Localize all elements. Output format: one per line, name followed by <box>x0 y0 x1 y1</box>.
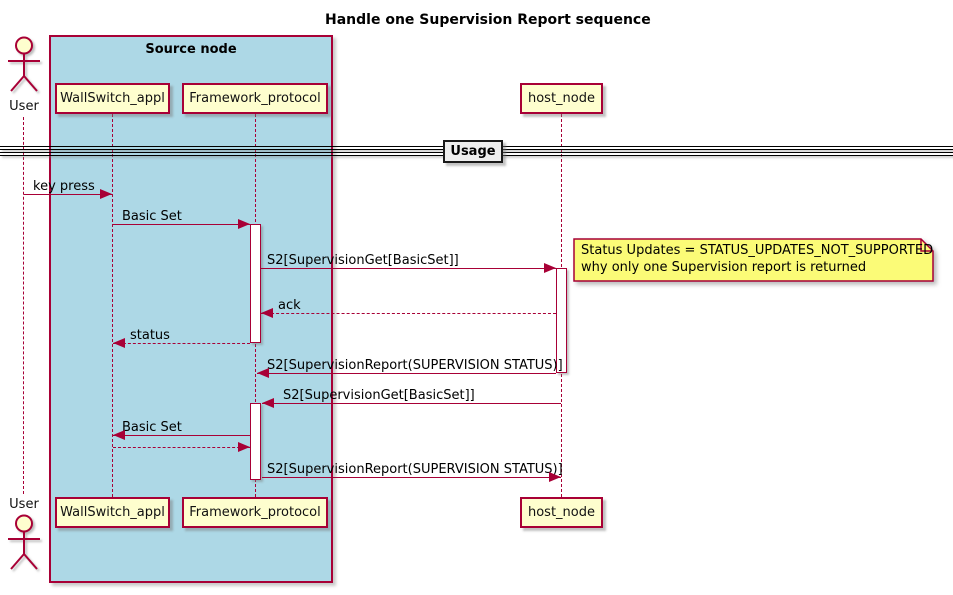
note-status-updates: Status Updates = STATUS_UPDATES_NOT_SUPP… <box>573 238 934 282</box>
participant-host-node-top: host_node <box>520 83 603 114</box>
participant-host-node-label: host_node <box>527 91 595 106</box>
note-shape <box>573 238 934 282</box>
message-supervision-get-1-line <box>261 268 556 269</box>
message-basic-set-line <box>112 224 250 225</box>
message-supervision-report-1-line <box>257 373 556 374</box>
user-actor-label-bottom: User <box>9 497 39 512</box>
participant-wallswitch-label: WallSwitch_appl <box>60 91 165 106</box>
divider-usage: Usage <box>443 140 503 163</box>
arrowhead-left-icon <box>261 308 273 318</box>
lifeline-user <box>23 117 24 494</box>
message-supervision-get-1-label: S2[SupervisionGet[BasicSet]] <box>267 253 459 268</box>
activation-framework-2 <box>250 403 261 480</box>
participant-host-node-label-bottom: host_node <box>527 505 595 520</box>
participant-wallswitch-bottom: WallSwitch_appl <box>55 497 170 528</box>
source-node-label: Source node <box>145 42 237 57</box>
participant-host-node-bottom: host_node <box>520 497 603 528</box>
message-ack-label: ack <box>278 298 301 313</box>
activation-host-node <box>556 268 567 373</box>
message-return-line <box>113 447 250 448</box>
activation-framework-1 <box>250 224 261 343</box>
arrowhead-left-icon <box>257 368 269 378</box>
message-basic-set-2-label: Basic Set <box>122 420 182 435</box>
participant-framework-bottom: Framework_protocol <box>182 497 328 528</box>
arrowhead-right-icon <box>549 472 561 482</box>
participant-wallswitch-label-bottom: WallSwitch_appl <box>60 505 165 520</box>
message-supervision-report-1-label: S2[SupervisionReport(SUPERVISION STATUS)… <box>267 358 563 373</box>
source-node-box: Source node <box>49 35 333 583</box>
message-supervision-report-2-line <box>262 477 561 478</box>
note-line-1: Status Updates = STATUS_UPDATES_NOT_SUPP… <box>581 243 934 258</box>
message-supervision-get-2-label: S2[SupervisionGet[BasicSet]] <box>283 388 475 403</box>
participant-framework-label: Framework_protocol <box>189 91 321 106</box>
participant-framework-label-bottom: Framework_protocol <box>189 505 321 520</box>
lifeline-wallswitch <box>112 114 113 497</box>
user-actor-icon <box>8 36 40 92</box>
participant-framework-top: Framework_protocol <box>182 83 328 114</box>
arrowhead-right-icon <box>238 219 250 229</box>
arrowhead-right-icon <box>100 189 112 199</box>
message-key-press-line <box>24 194 112 195</box>
message-basic-set-label: Basic Set <box>122 209 182 224</box>
message-supervision-get-2-line <box>262 403 561 404</box>
message-basic-set-2-line <box>113 435 250 436</box>
arrowhead-left-icon <box>113 338 125 348</box>
participant-wallswitch-top: WallSwitch_appl <box>55 83 170 114</box>
message-status-line <box>113 343 250 344</box>
divider-usage-label: Usage <box>450 144 496 159</box>
user-actor-icon-bottom <box>8 514 40 570</box>
arrowhead-left-icon <box>113 430 125 440</box>
arrowhead-left-icon <box>262 398 274 408</box>
arrowhead-right-icon <box>544 263 556 273</box>
message-status-label: status <box>130 328 170 343</box>
message-supervision-report-2-label: S2[SupervisionReport(SUPERVISION STATUS)… <box>267 462 563 477</box>
message-key-press-label: key press <box>33 179 95 194</box>
user-actor-label-top: User <box>9 99 39 114</box>
diagram-title: Handle one Supervision Report sequence <box>325 12 651 28</box>
arrowhead-right-icon <box>238 442 250 452</box>
note-line-2: why only one Supervision report is retur… <box>581 260 867 275</box>
message-ack-line <box>261 313 556 314</box>
